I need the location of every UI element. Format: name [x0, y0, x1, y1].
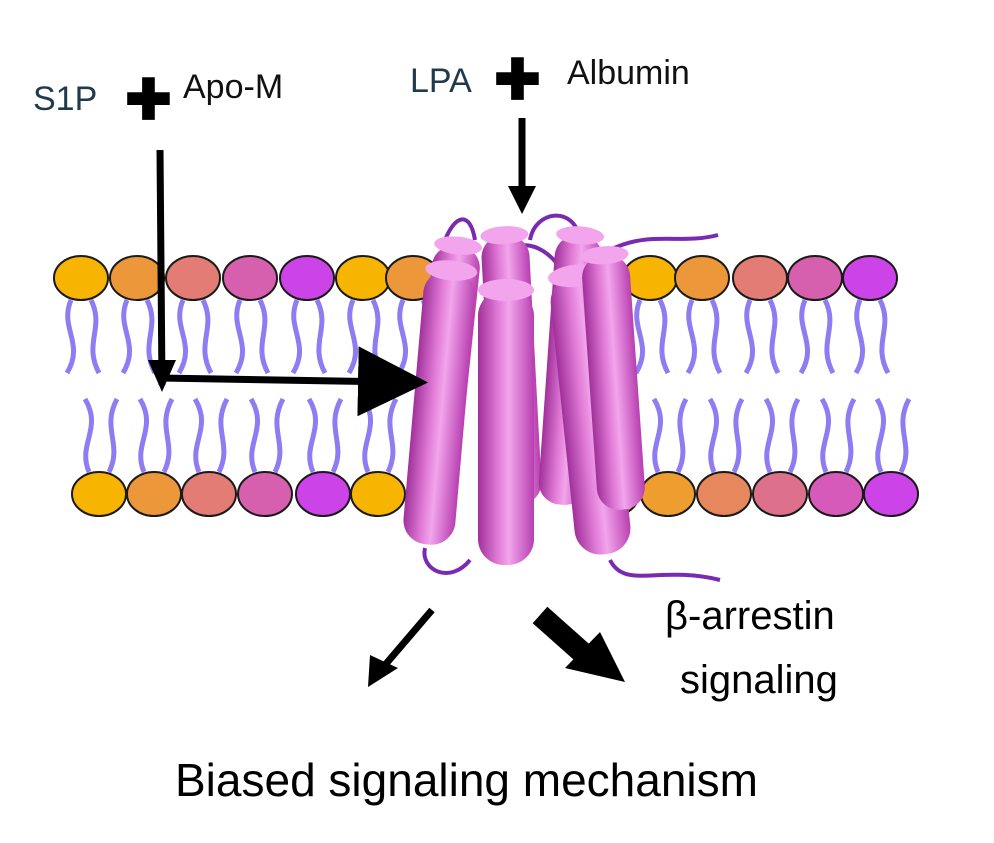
lpa-arrowhead	[508, 186, 536, 214]
helix-front-4	[580, 246, 645, 510]
lower-lipid-leaflet	[71, 397, 919, 517]
gpcr-receptor	[403, 213, 721, 582]
phospholipid	[109, 255, 165, 375]
beta-arrestin-label: β-arrestin	[665, 594, 835, 638]
lpa-plus-icon: ✚	[494, 48, 541, 111]
phospholipid	[808, 397, 864, 517]
beta-arrestin-output-arrowhead	[565, 632, 625, 682]
phospholipid	[350, 397, 406, 517]
phospholipid	[126, 397, 182, 517]
s1p-pathway-arrow	[156, 149, 166, 386]
lpa-label: LPA	[410, 62, 472, 100]
diagram-title: Biased signaling mechanism	[175, 754, 758, 806]
intracellular-loop	[422, 547, 472, 575]
phospholipid	[295, 397, 351, 517]
n-terminal-tail	[609, 233, 719, 252]
helix-front-1	[403, 260, 478, 545]
g-protein-output-arrow	[382, 607, 435, 668]
signaling-label: signaling	[680, 658, 838, 702]
phospholipid	[53, 255, 109, 375]
s1p-lateral-arrow	[159, 346, 428, 417]
s1p-down-arrowhead	[148, 360, 176, 392]
phospholipid	[674, 255, 730, 375]
c-terminal-tail	[608, 558, 721, 582]
phospholipid	[842, 255, 898, 375]
helix-front-2	[478, 279, 534, 565]
beta-arrestin-output-arrow	[532, 606, 593, 664]
phospholipid	[732, 255, 788, 375]
albumin-label: Albumin	[567, 54, 690, 92]
g-protein-output-arrowhead	[368, 655, 398, 687]
phospholipid	[237, 397, 293, 517]
phospholipid	[71, 397, 127, 517]
phospholipid	[696, 397, 752, 517]
s1p-plus-icon: ✚	[125, 68, 172, 131]
phospholipid	[335, 255, 391, 375]
apo-m-label: Apo-M	[183, 68, 284, 106]
s1p-label: S1P	[33, 80, 98, 118]
phospholipid	[279, 255, 335, 375]
phospholipid	[787, 255, 843, 375]
phospholipid	[640, 397, 696, 517]
phospholipid	[181, 397, 237, 517]
phospholipid	[863, 397, 919, 517]
phospholipid	[752, 397, 808, 517]
phospholipid	[222, 255, 278, 375]
phospholipid	[165, 255, 221, 375]
extracellular-loop	[443, 217, 477, 241]
